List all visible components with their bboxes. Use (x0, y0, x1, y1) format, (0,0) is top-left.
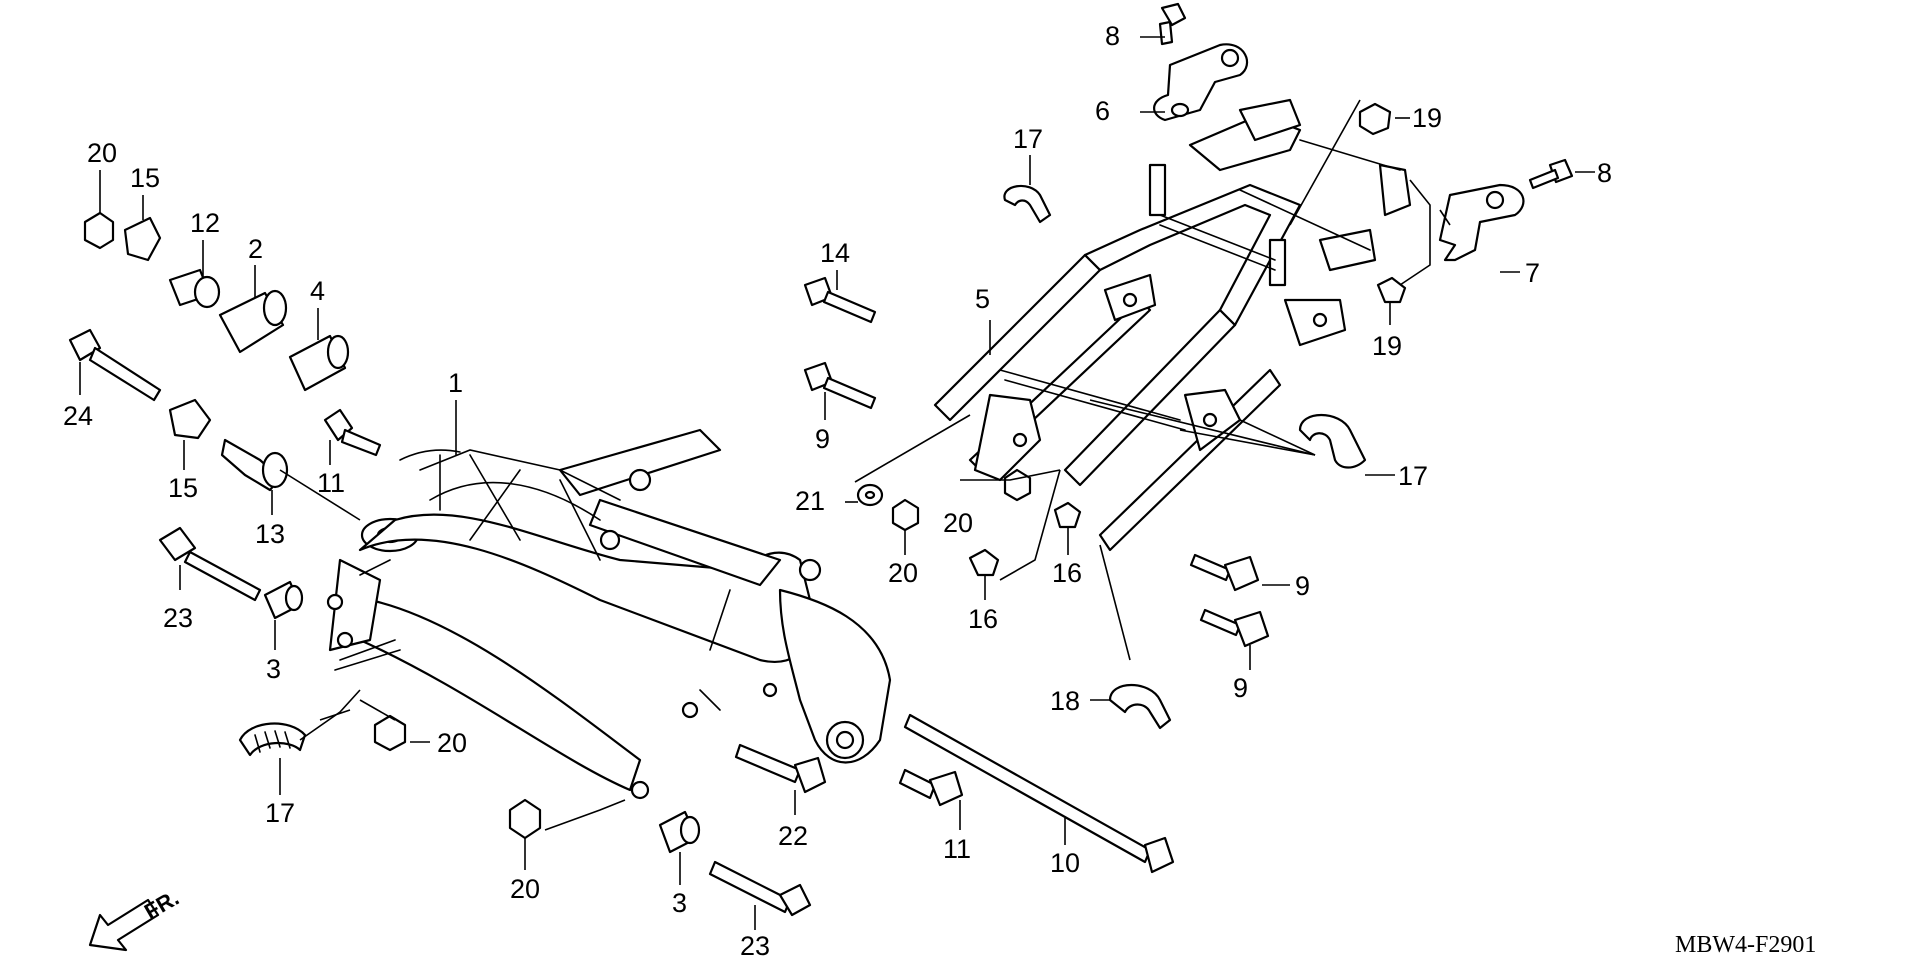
callout-label: 17 (1398, 461, 1428, 491)
callout-label: 24 (63, 401, 93, 431)
callout-label: 3 (266, 654, 281, 684)
callout-label: 21 (795, 486, 825, 516)
callout-label: 20 (943, 508, 973, 538)
callout-label: 9 (815, 424, 830, 454)
callout-label: 9 (1295, 571, 1310, 601)
callout-label: 10 (1050, 848, 1080, 878)
callout-label: 20 (888, 558, 918, 588)
callout-label: 11 (943, 834, 971, 864)
callout-label: 17 (265, 798, 295, 828)
callout-label: 16 (1052, 558, 1082, 588)
callout-label: 12 (190, 208, 220, 238)
fasteners (68, 2, 1574, 917)
callout-label: 15 (168, 473, 198, 503)
callout-label: 23 (740, 931, 770, 960)
callout-label: 19 (1412, 103, 1442, 133)
diagram-code: MBW4-F2901 (1675, 932, 1816, 958)
callout-label: 4 (310, 276, 325, 306)
callout-label: 19 (1372, 331, 1402, 361)
callout-label: 20 (510, 874, 540, 904)
callout-label: 18 (1050, 686, 1080, 716)
callout-label: 15 (130, 163, 160, 193)
callout-label: 11 (317, 468, 345, 498)
callout-label: 1 (448, 368, 463, 398)
callout-label: 8 (1597, 158, 1612, 188)
leader-lines (79, 36, 1595, 930)
callout-labels: 20 15 12 2 4 24 15 11 1 13 23 3 17 20 20… (63, 21, 1612, 960)
callout-label: 20 (437, 728, 467, 758)
callout-label: 5 (975, 284, 990, 314)
callout-label: 22 (778, 821, 808, 851)
sub-frame (933, 98, 1412, 552)
callout-label: 16 (968, 604, 998, 634)
callout-label: 9 (1233, 673, 1248, 703)
front-direction-arrow: FR. (88, 885, 183, 952)
callout-label: 6 (1095, 96, 1110, 126)
callout-label: 20 (87, 138, 117, 168)
callout-label: 8 (1105, 21, 1120, 51)
callout-label: 14 (820, 238, 850, 268)
main-frame (326, 428, 892, 800)
callout-label: 13 (255, 519, 285, 549)
callout-label: 3 (672, 888, 687, 918)
callout-label: 7 (1525, 258, 1540, 288)
callout-label: 23 (163, 603, 193, 633)
callout-label: 17 (1013, 124, 1043, 154)
callout-label: 2 (248, 234, 263, 264)
